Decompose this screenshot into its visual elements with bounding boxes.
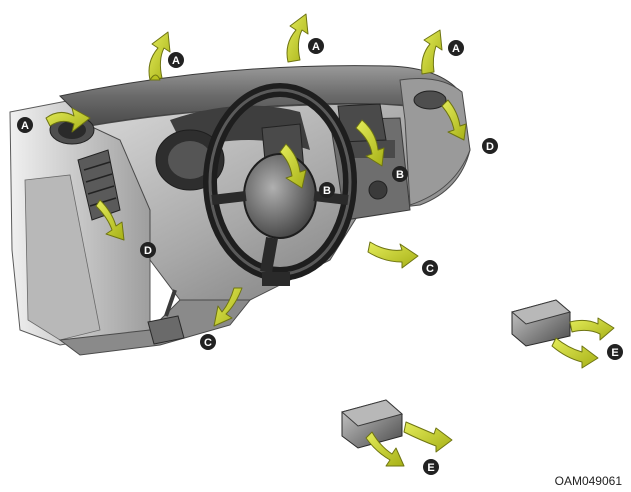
airflow-arrow-a3: [421, 29, 443, 75]
airflow-arrows: [45, 13, 615, 467]
outlet-badge-e2: E: [423, 459, 439, 475]
airflow-arrow-e3: [403, 421, 453, 453]
outlet-badge-a1: A: [168, 52, 184, 68]
svg-text:D: D: [486, 141, 494, 153]
outlet-badge-d1: D: [482, 138, 498, 154]
airflow-arrow-e1: [569, 317, 615, 341]
svg-text:A: A: [21, 120, 29, 132]
outlet-badge-b2: B: [392, 166, 408, 182]
svg-text:E: E: [611, 347, 618, 359]
svg-text:A: A: [172, 55, 180, 67]
airflow-arrow-b1: [279, 143, 307, 189]
outlet-badge-c2: C: [200, 334, 216, 350]
airflow-arrow-c1: [367, 241, 419, 269]
svg-text:B: B: [323, 185, 331, 197]
airflow-arrow-a4: [45, 107, 91, 133]
svg-text:C: C: [204, 337, 212, 349]
airflow-arrow-e4: [365, 431, 405, 467]
outlet-badge-b1: B: [319, 182, 335, 198]
svg-text:A: A: [312, 41, 320, 53]
airflow-arrow-b2: [355, 119, 385, 167]
airflow-arrow-d2: [95, 199, 125, 241]
svg-text:E: E: [427, 462, 434, 474]
outlet-badge-c1: C: [422, 260, 438, 276]
airflow-arrow-e2: [551, 337, 599, 369]
figure-code: OAM049061: [555, 474, 623, 488]
outlet-badge-d2: D: [140, 242, 156, 258]
rear-duct-right: [510, 299, 572, 347]
side-vent-right: [413, 90, 447, 110]
airflow-arrow-a2: [286, 13, 309, 63]
outlet-badge-e1: E: [607, 344, 623, 360]
airflow-arrow-a1: [148, 31, 171, 81]
outlet-badge-a3: A: [448, 40, 464, 56]
outlet-labels: A A A A B B C C: [17, 38, 623, 475]
outlet-badge-a4: A: [17, 117, 33, 133]
svg-text:D: D: [144, 245, 152, 257]
svg-text:A: A: [452, 43, 460, 55]
rear-duct-center: [340, 399, 404, 449]
airflow-arrow-d1: [441, 99, 467, 141]
floor-vent-left: [77, 149, 121, 221]
airflow-arrow-c2: [213, 287, 243, 327]
svg-text:B: B: [396, 169, 404, 181]
svg-text:C: C: [426, 263, 434, 275]
outlet-badge-a2: A: [308, 38, 324, 54]
